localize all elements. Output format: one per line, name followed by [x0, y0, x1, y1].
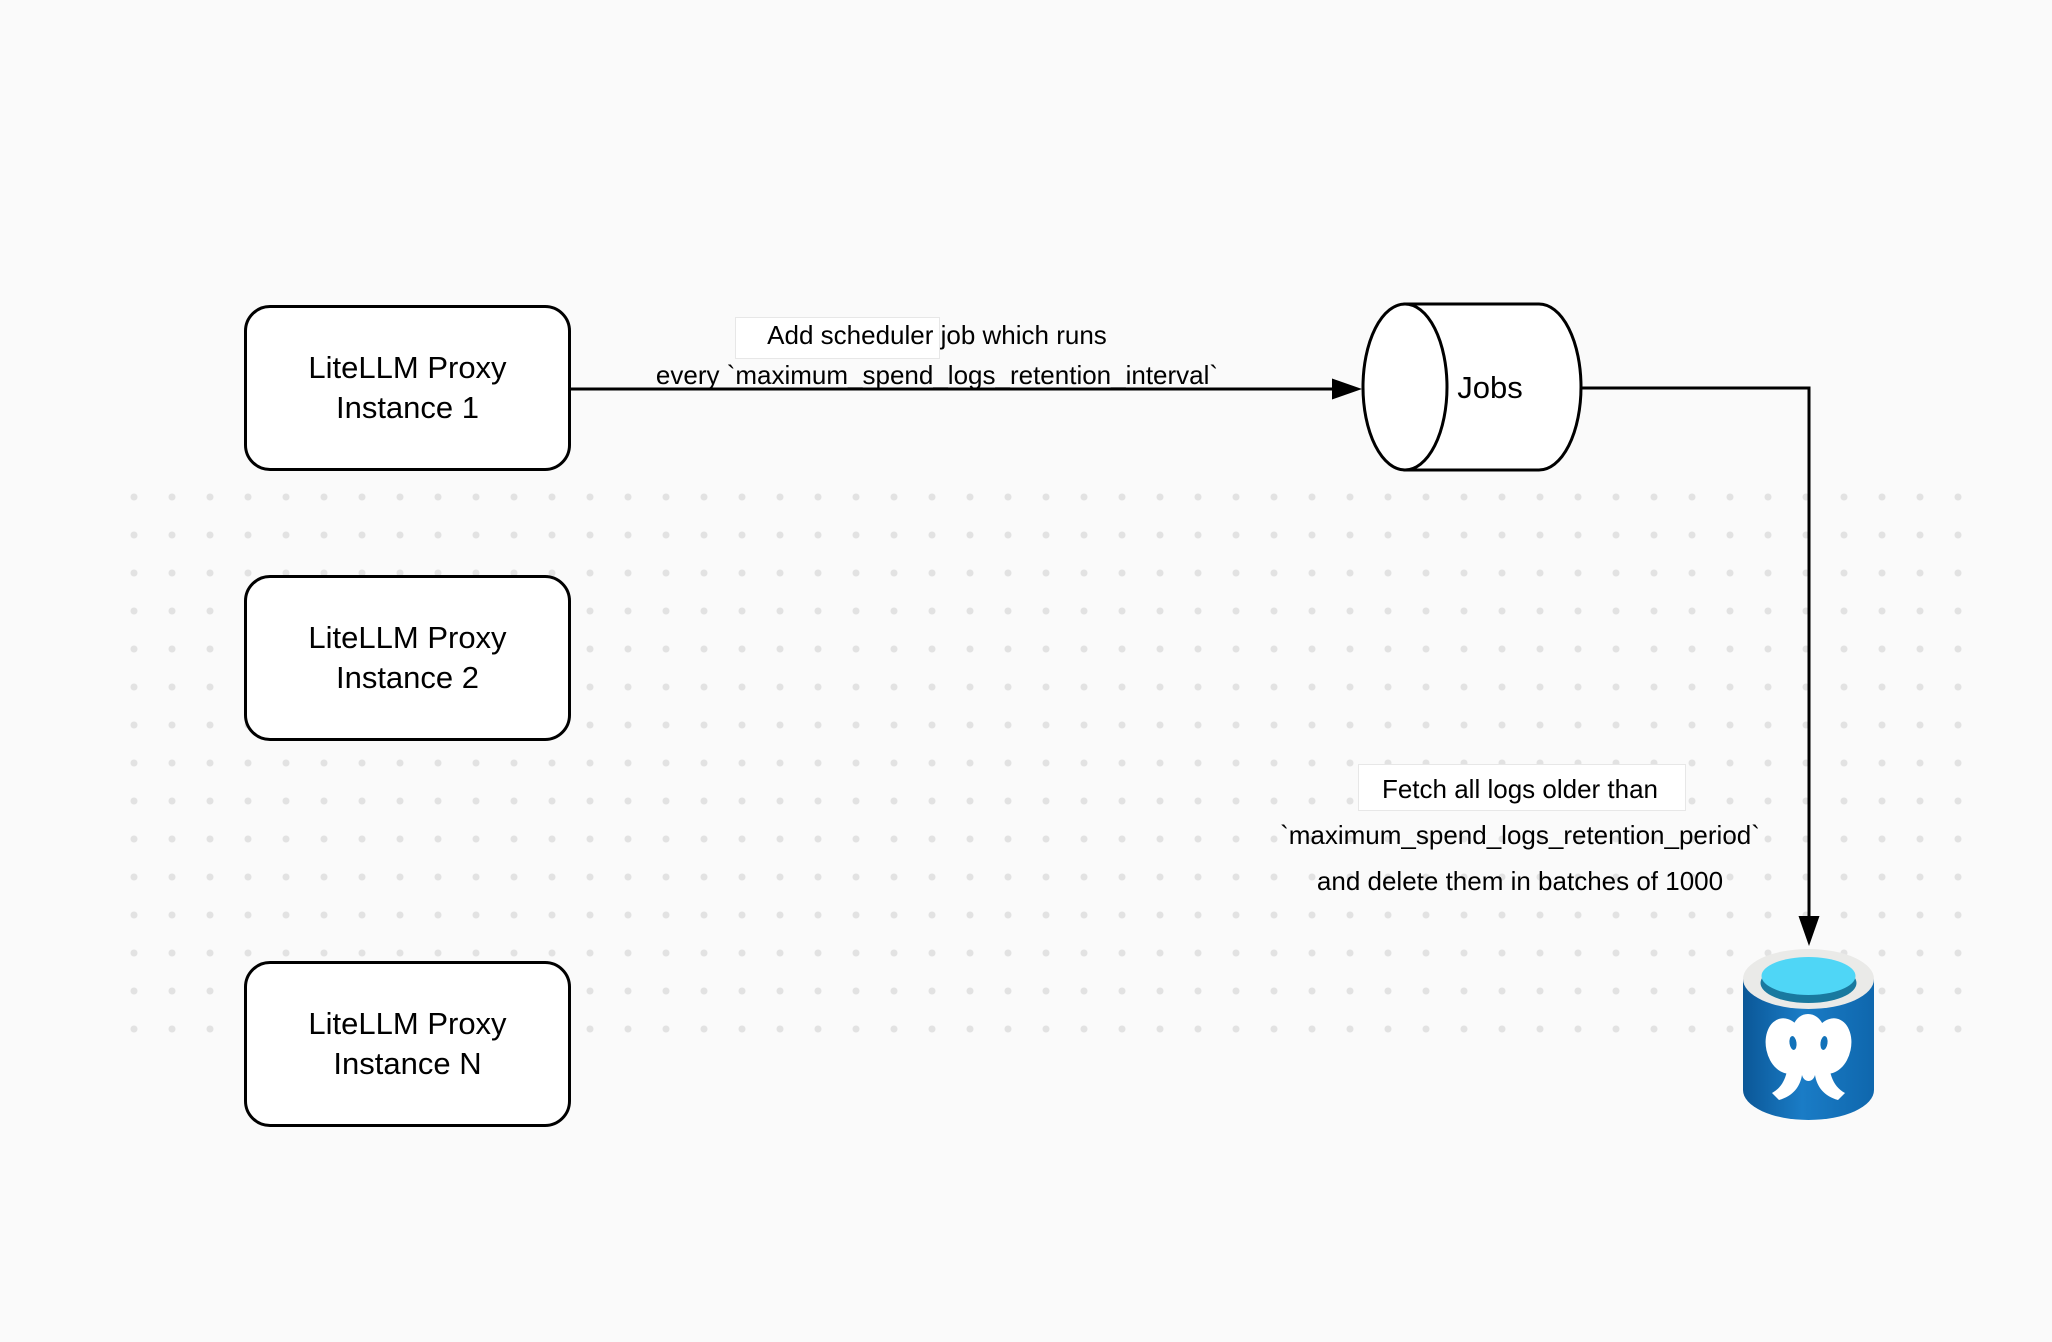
- elephant-icon: [1765, 1014, 1852, 1100]
- node-label-line: Instance 2: [335, 660, 480, 695]
- node-label-line: Instance N: [333, 1046, 482, 1081]
- node-label-line: Instance 1: [335, 390, 480, 425]
- elephant-left-eye: [1789, 1036, 1797, 1050]
- edge-label-line: Add scheduler job which runs: [767, 320, 1107, 350]
- pg-water-surface: [1761, 957, 1856, 995]
- elephant-right-eye: [1820, 1036, 1828, 1050]
- queue-body: [1403, 302, 1583, 472]
- node-litellm-proxy-instance-n: LiteLLM Proxy Instance N: [244, 961, 571, 1127]
- edge-label-line: and delete them in batches of 1000: [1316, 866, 1724, 896]
- edge-label-highlight-schedule: [735, 317, 940, 359]
- arrowhead-down-icon: [1798, 916, 1820, 946]
- node-litellm-proxy-instance-2: LiteLLM Proxy Instance 2: [244, 575, 571, 741]
- edge-label-line: `maximum_spend_logs_retention_period`: [1280, 820, 1760, 850]
- edge-label-fetch-delete: Fetch all logs older than `maximum_spend…: [1190, 766, 1850, 904]
- node-jobs-queue: [1361, 302, 1583, 472]
- queue-end-cap: [1361, 302, 1449, 472]
- elephant-trunk: [1772, 1014, 1845, 1100]
- edge-fetch-arrow: [1581, 386, 1820, 946]
- dot-grid-background: [115, 478, 1977, 1048]
- node-litellm-proxy-instance-1: LiteLLM Proxy Instance 1: [244, 305, 571, 471]
- edge-label-highlight-fetch: [1358, 764, 1686, 811]
- edge-fetch-line: [1581, 386, 1811, 918]
- edge-label-scheduler: Add scheduler job which runs every `maxi…: [587, 315, 1287, 395]
- arrowhead-right-icon: [1332, 378, 1362, 400]
- edge-scheduler-arrow: [571, 378, 1362, 400]
- node-jobs-label: Jobs: [1457, 370, 1523, 405]
- node-label-line: LiteLLM Proxy: [308, 620, 507, 655]
- node-label-line: LiteLLM Proxy: [308, 350, 507, 385]
- edge-label-line: every `maximum_spend_logs_retention_inte…: [655, 360, 1219, 390]
- node-label-line: LiteLLM Proxy: [308, 1006, 507, 1041]
- postgresql-database-icon: [1743, 949, 1874, 1121]
- edge-label-line: Fetch all logs older than: [1381, 774, 1659, 804]
